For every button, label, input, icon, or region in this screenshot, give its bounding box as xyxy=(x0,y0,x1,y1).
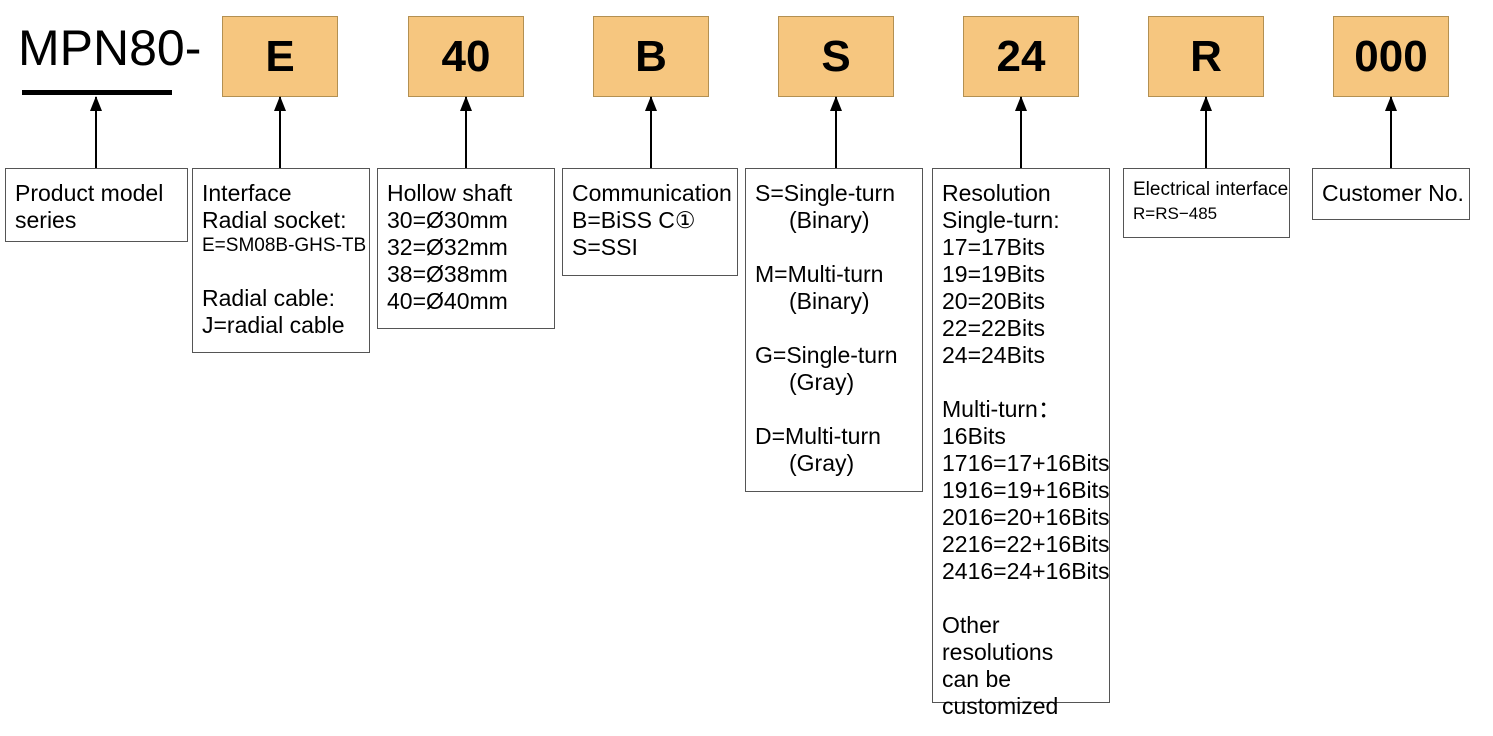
desc-line: S=SSI xyxy=(572,234,638,260)
desc-line: 17=17Bits xyxy=(942,234,1045,260)
desc-line: Communication xyxy=(572,180,732,206)
desc-line xyxy=(755,396,922,423)
desc-line: 2216=22+16Bits xyxy=(942,531,1110,557)
desc-line: 20=20Bits xyxy=(942,288,1045,314)
desc-line: Single-turn: xyxy=(942,207,1060,233)
code-box-interface[interactable]: E xyxy=(222,16,338,97)
code-box-customer-no[interactable]: 000 xyxy=(1333,16,1449,97)
desc-line: Customer No. xyxy=(1322,180,1464,206)
desc-line: D=Multi-turn xyxy=(755,423,881,449)
desc-line: Multi-turn：16Bits xyxy=(942,396,1061,449)
desc-line: 40=Ø40mm xyxy=(387,288,508,314)
desc-line: 2416=24+16Bits xyxy=(942,558,1110,584)
desc-line: G=Single-turn xyxy=(755,342,898,368)
code-box-turn-type[interactable]: S xyxy=(778,16,894,97)
desc-line: J=radial cable xyxy=(202,312,345,338)
arrow-customer-no xyxy=(1385,96,1397,168)
code-box-communication[interactable]: B xyxy=(593,16,709,97)
arrow-hollow-shaft xyxy=(460,96,472,168)
desc-line: S=Single-turn xyxy=(755,180,895,206)
arrow-turn-type xyxy=(830,96,842,168)
desc-line: 32=Ø32mm xyxy=(387,234,508,260)
desc-line: Resolution xyxy=(942,180,1051,206)
desc-line: Product model xyxy=(15,180,164,206)
model-prefix-underline xyxy=(22,90,172,95)
arrow-product-model-series xyxy=(90,96,102,168)
arrow-electrical-interface xyxy=(1200,96,1212,168)
desc-line: customized xyxy=(942,693,1059,719)
desc-line: Radial socket: xyxy=(202,207,347,233)
code-box-hollow-shaft[interactable]: 40 xyxy=(408,16,524,97)
desc-line: Electrical interface xyxy=(1133,179,1289,200)
desc-line: R=RS−485 xyxy=(1133,204,1218,223)
desc-line: B=BiSS C① xyxy=(572,207,696,233)
arrow-resolution xyxy=(1015,96,1027,168)
desc-line: Other xyxy=(942,612,1000,638)
code-box-electrical-interface[interactable]: R xyxy=(1148,16,1264,97)
desc-line: (Binary) xyxy=(789,288,870,314)
desc-line: can be xyxy=(942,666,1012,692)
arrow-communication xyxy=(645,96,657,168)
desc-box-customer-no: Customer No. xyxy=(1312,168,1470,220)
arrow-interface xyxy=(274,96,286,168)
desc-line: E=SM08B-GHS-TB xyxy=(202,235,367,256)
desc-box-turn-type: S=Single-turn(Binary) M=Multi-turn(Binar… xyxy=(745,168,923,492)
desc-line: (Gray) xyxy=(789,369,855,395)
desc-line: Interface xyxy=(202,180,292,206)
desc-line xyxy=(942,585,1109,612)
desc-line: 24=24Bits xyxy=(942,342,1045,368)
desc-line: Hollow shaft xyxy=(387,180,513,206)
desc-line: 2016=20+16Bits xyxy=(942,504,1110,530)
model-prefix-label: MPN80- xyxy=(18,20,202,76)
desc-line: 30=Ø30mm xyxy=(387,207,508,233)
desc-line xyxy=(202,258,369,285)
desc-line xyxy=(755,234,922,261)
desc-line: Radial cable: xyxy=(202,285,335,311)
desc-line: 19=19Bits xyxy=(942,261,1045,287)
desc-line xyxy=(755,315,922,342)
desc-line: series xyxy=(15,207,77,233)
desc-line: M=Multi-turn xyxy=(755,261,884,287)
desc-line: 1716=17+16Bits xyxy=(942,450,1110,476)
desc-line: 22=22Bits xyxy=(942,315,1045,341)
desc-line: 38=Ø38mm xyxy=(387,261,508,287)
desc-line: resolutions xyxy=(942,639,1054,665)
code-box-resolution[interactable]: 24 xyxy=(963,16,1079,97)
desc-line: (Gray) xyxy=(789,450,855,476)
desc-line: (Binary) xyxy=(789,207,870,233)
desc-line xyxy=(942,369,1109,396)
desc-line: 1916=19+16Bits xyxy=(942,477,1110,503)
